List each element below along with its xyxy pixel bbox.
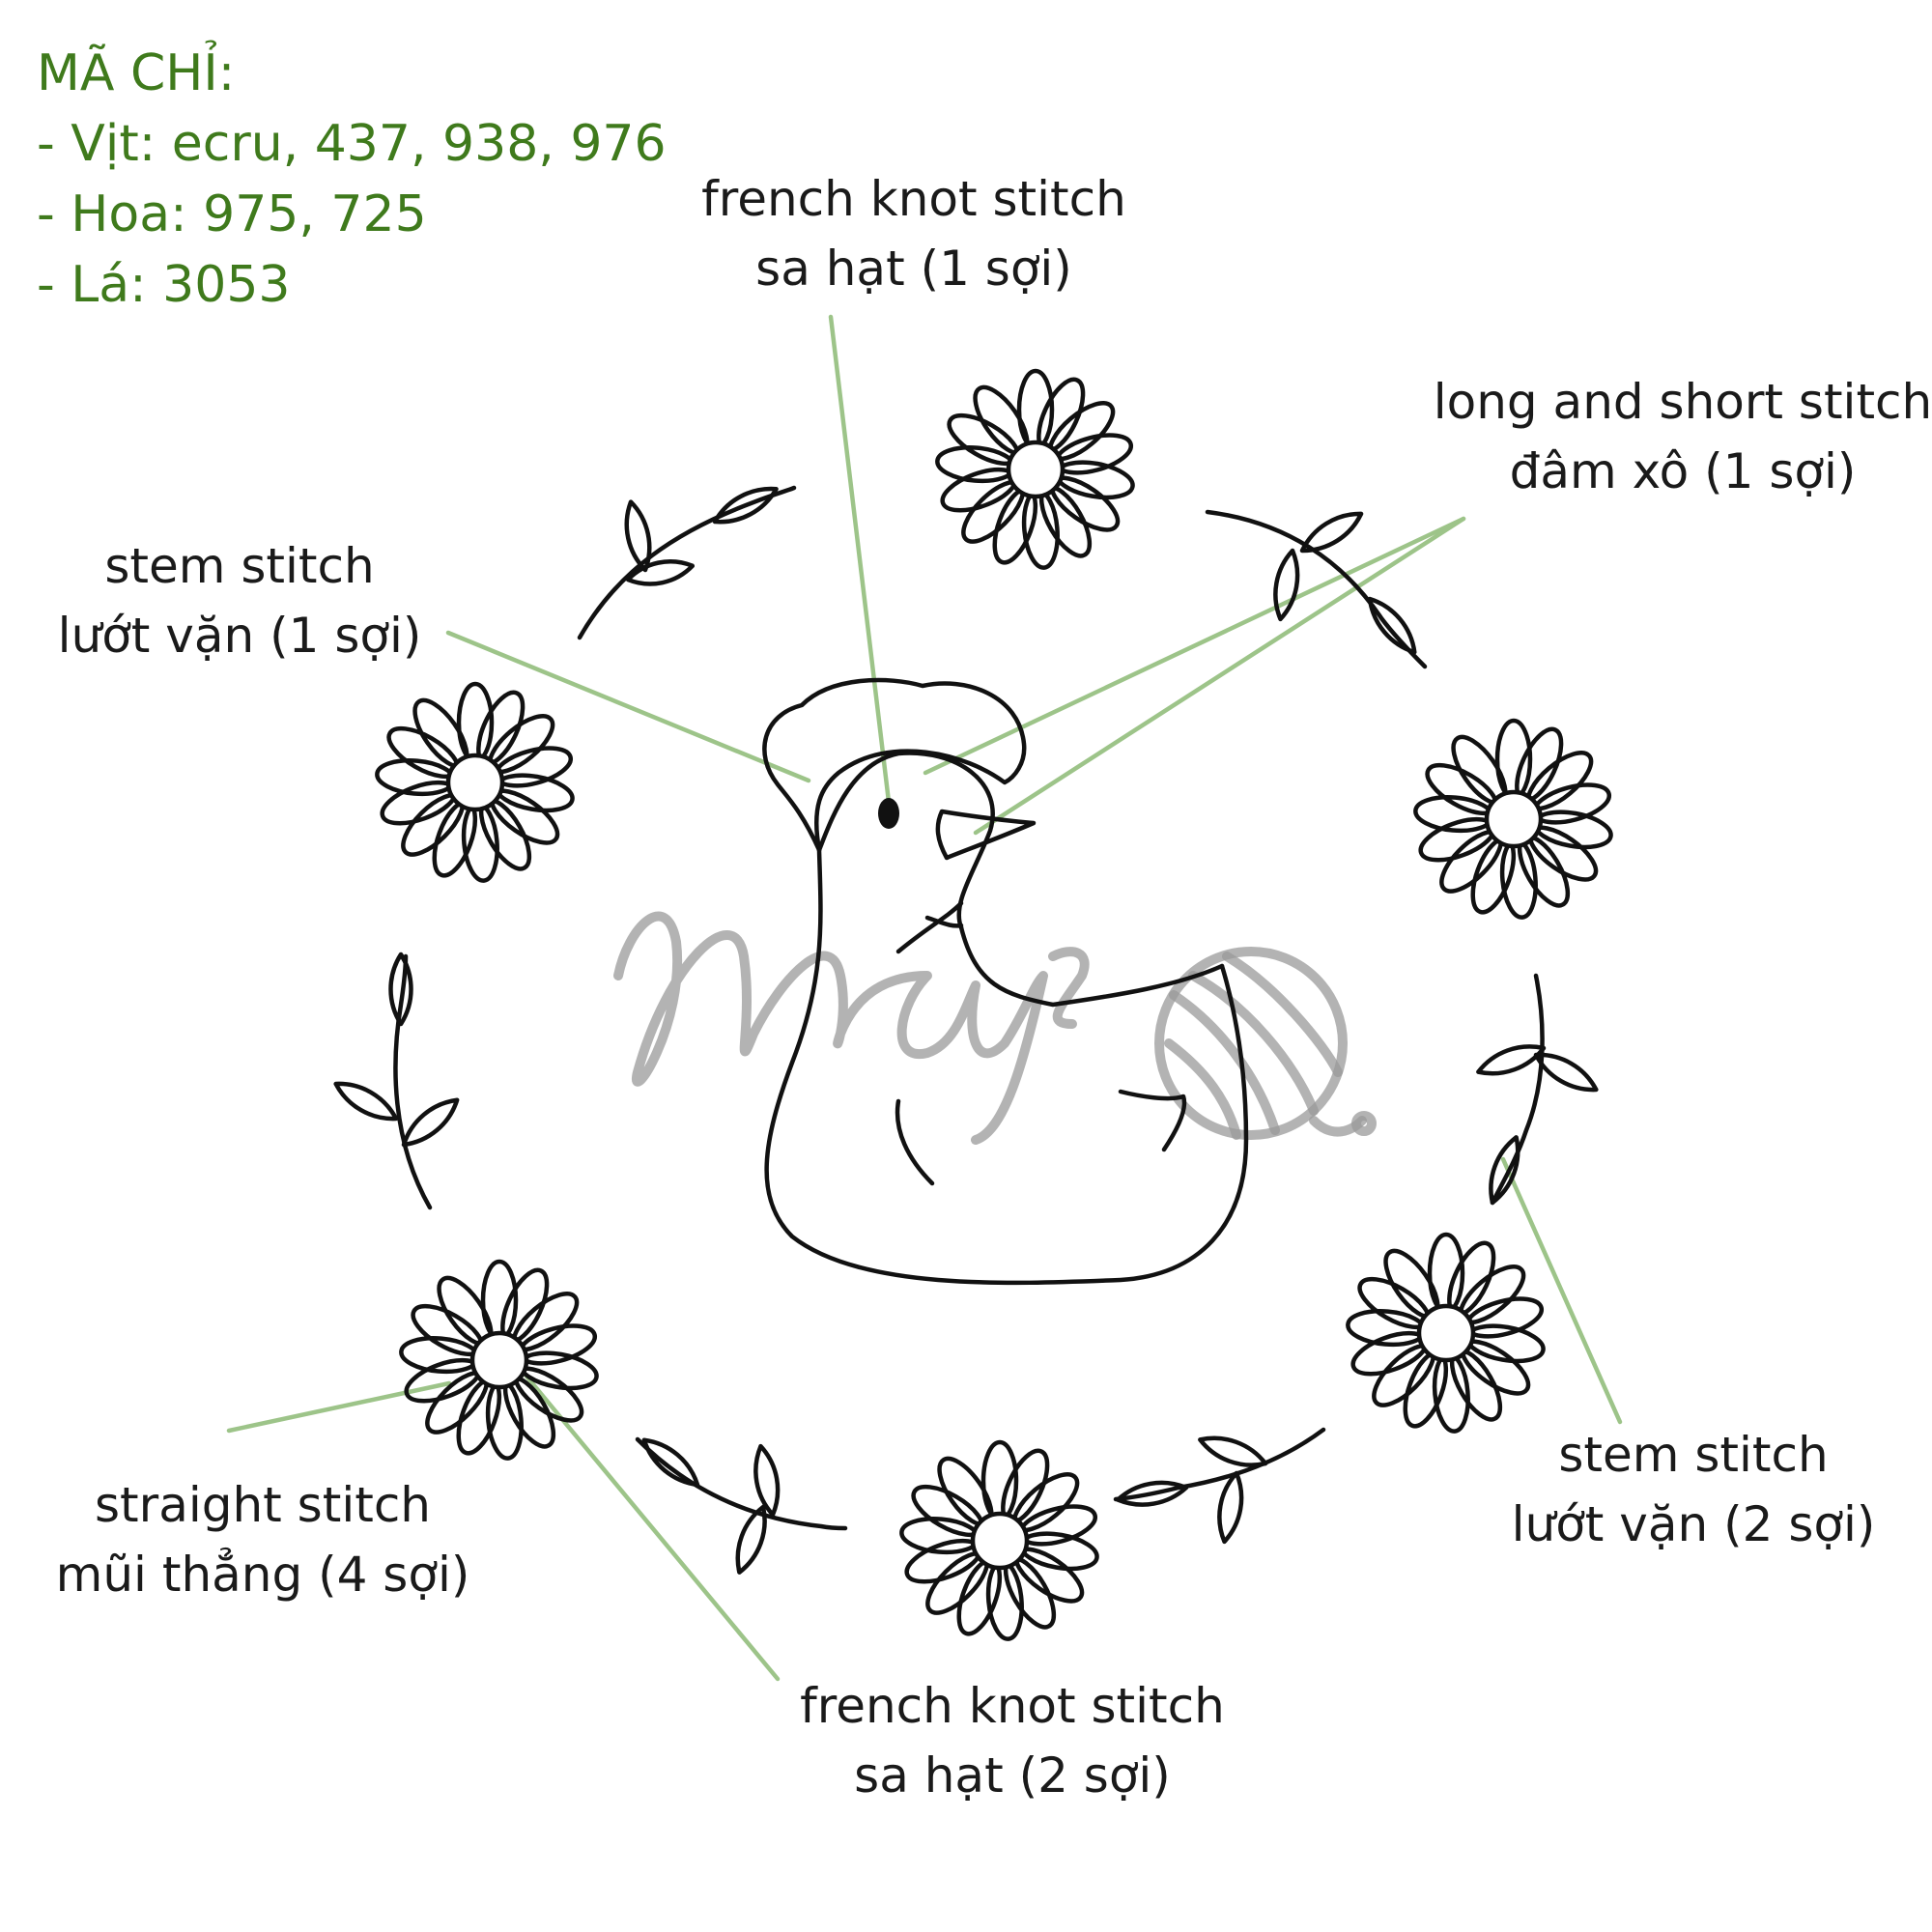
branch-left [330,954,464,1210]
label-line: đâm xô (1 sợi) [1509,443,1857,499]
label-line: french knot stitch [800,1678,1225,1734]
flower-bottom-right [1347,1235,1546,1433]
flowers [376,371,1613,1640]
label-line: sa hạt (2 sợi) [854,1747,1171,1804]
label-line: stem stitch [104,538,375,594]
flower-bottom [900,1442,1099,1640]
duck-back [958,924,1225,1008]
branch-top-right [1205,505,1428,669]
thread-legend-flower: - Hoa: 975, 725 [37,185,427,243]
label-line: straight stitch [95,1477,431,1533]
branch-right [1475,973,1602,1207]
duck [762,677,1249,1286]
branch-top-left [577,480,797,640]
duck-neck-ring [895,900,964,954]
duck-beak [935,809,1037,861]
leader-stem-left [445,630,811,783]
thread-legend-leaf: - Lá: 3053 [37,256,291,314]
duck-wing-right [1118,1089,1187,1152]
label-line: long and short stitch [1433,374,1932,430]
label-line: lướt vặn (1 sợi) [57,608,422,664]
label-line: stem stitch [1558,1427,1829,1483]
flower-left [376,684,575,882]
label-straight: straight stitch mũi thẳng (4 sợi) [56,1470,470,1609]
label-long-short: long and short stitch đâm xô (1 sợi) [1434,367,1932,506]
label-line: lướt vặn (2 sợi) [1511,1496,1876,1552]
leader-french-knot-top [828,314,892,805]
thread-legend: MÃ CHỈ: - Vịt: ecru, 437, 938, 976 - Hoa… [37,39,667,321]
branch-bottom-right [1113,1427,1326,1544]
label-line: sa hạt (1 sợi) [755,241,1072,297]
duck-wing-left [895,1098,935,1186]
leader-long-short-2 [973,516,1466,836]
flower-top [936,371,1135,569]
label-stem-left: stem stitch lướt vặn (1 sợi) [58,531,422,670]
label-french-knot-top: french knot stitch sa hạt (1 sợi) [701,164,1126,303]
duck-head [816,751,995,930]
label-french-knot-bottom: french knot stitch sa hạt (2 sợi) [800,1671,1225,1810]
yarn-ball-icon [1154,947,1377,1140]
duck-neck-front [764,847,1249,1286]
leader-long-short-1 [923,516,1466,776]
leader-french-knot-bottom [516,1364,781,1682]
leader-straight [226,1380,452,1434]
branches [330,480,1601,1576]
leader-stem-right [1500,1156,1623,1425]
thread-legend-title: MÃ CHỈ: [37,44,236,102]
branch-bottom-left [635,1433,848,1577]
duck-eye [878,798,899,829]
flower-right [1414,721,1613,919]
label-line: french knot stitch [701,171,1126,227]
watermark [613,911,1377,1145]
label-line: mũi thẳng (4 sợi) [55,1547,470,1603]
duck-hat [762,677,1027,853]
thread-legend-duck: - Vịt: ecru, 437, 938, 976 [37,115,667,173]
label-stem-right: stem stitch lướt vặn (2 sợi) [1512,1420,1876,1559]
